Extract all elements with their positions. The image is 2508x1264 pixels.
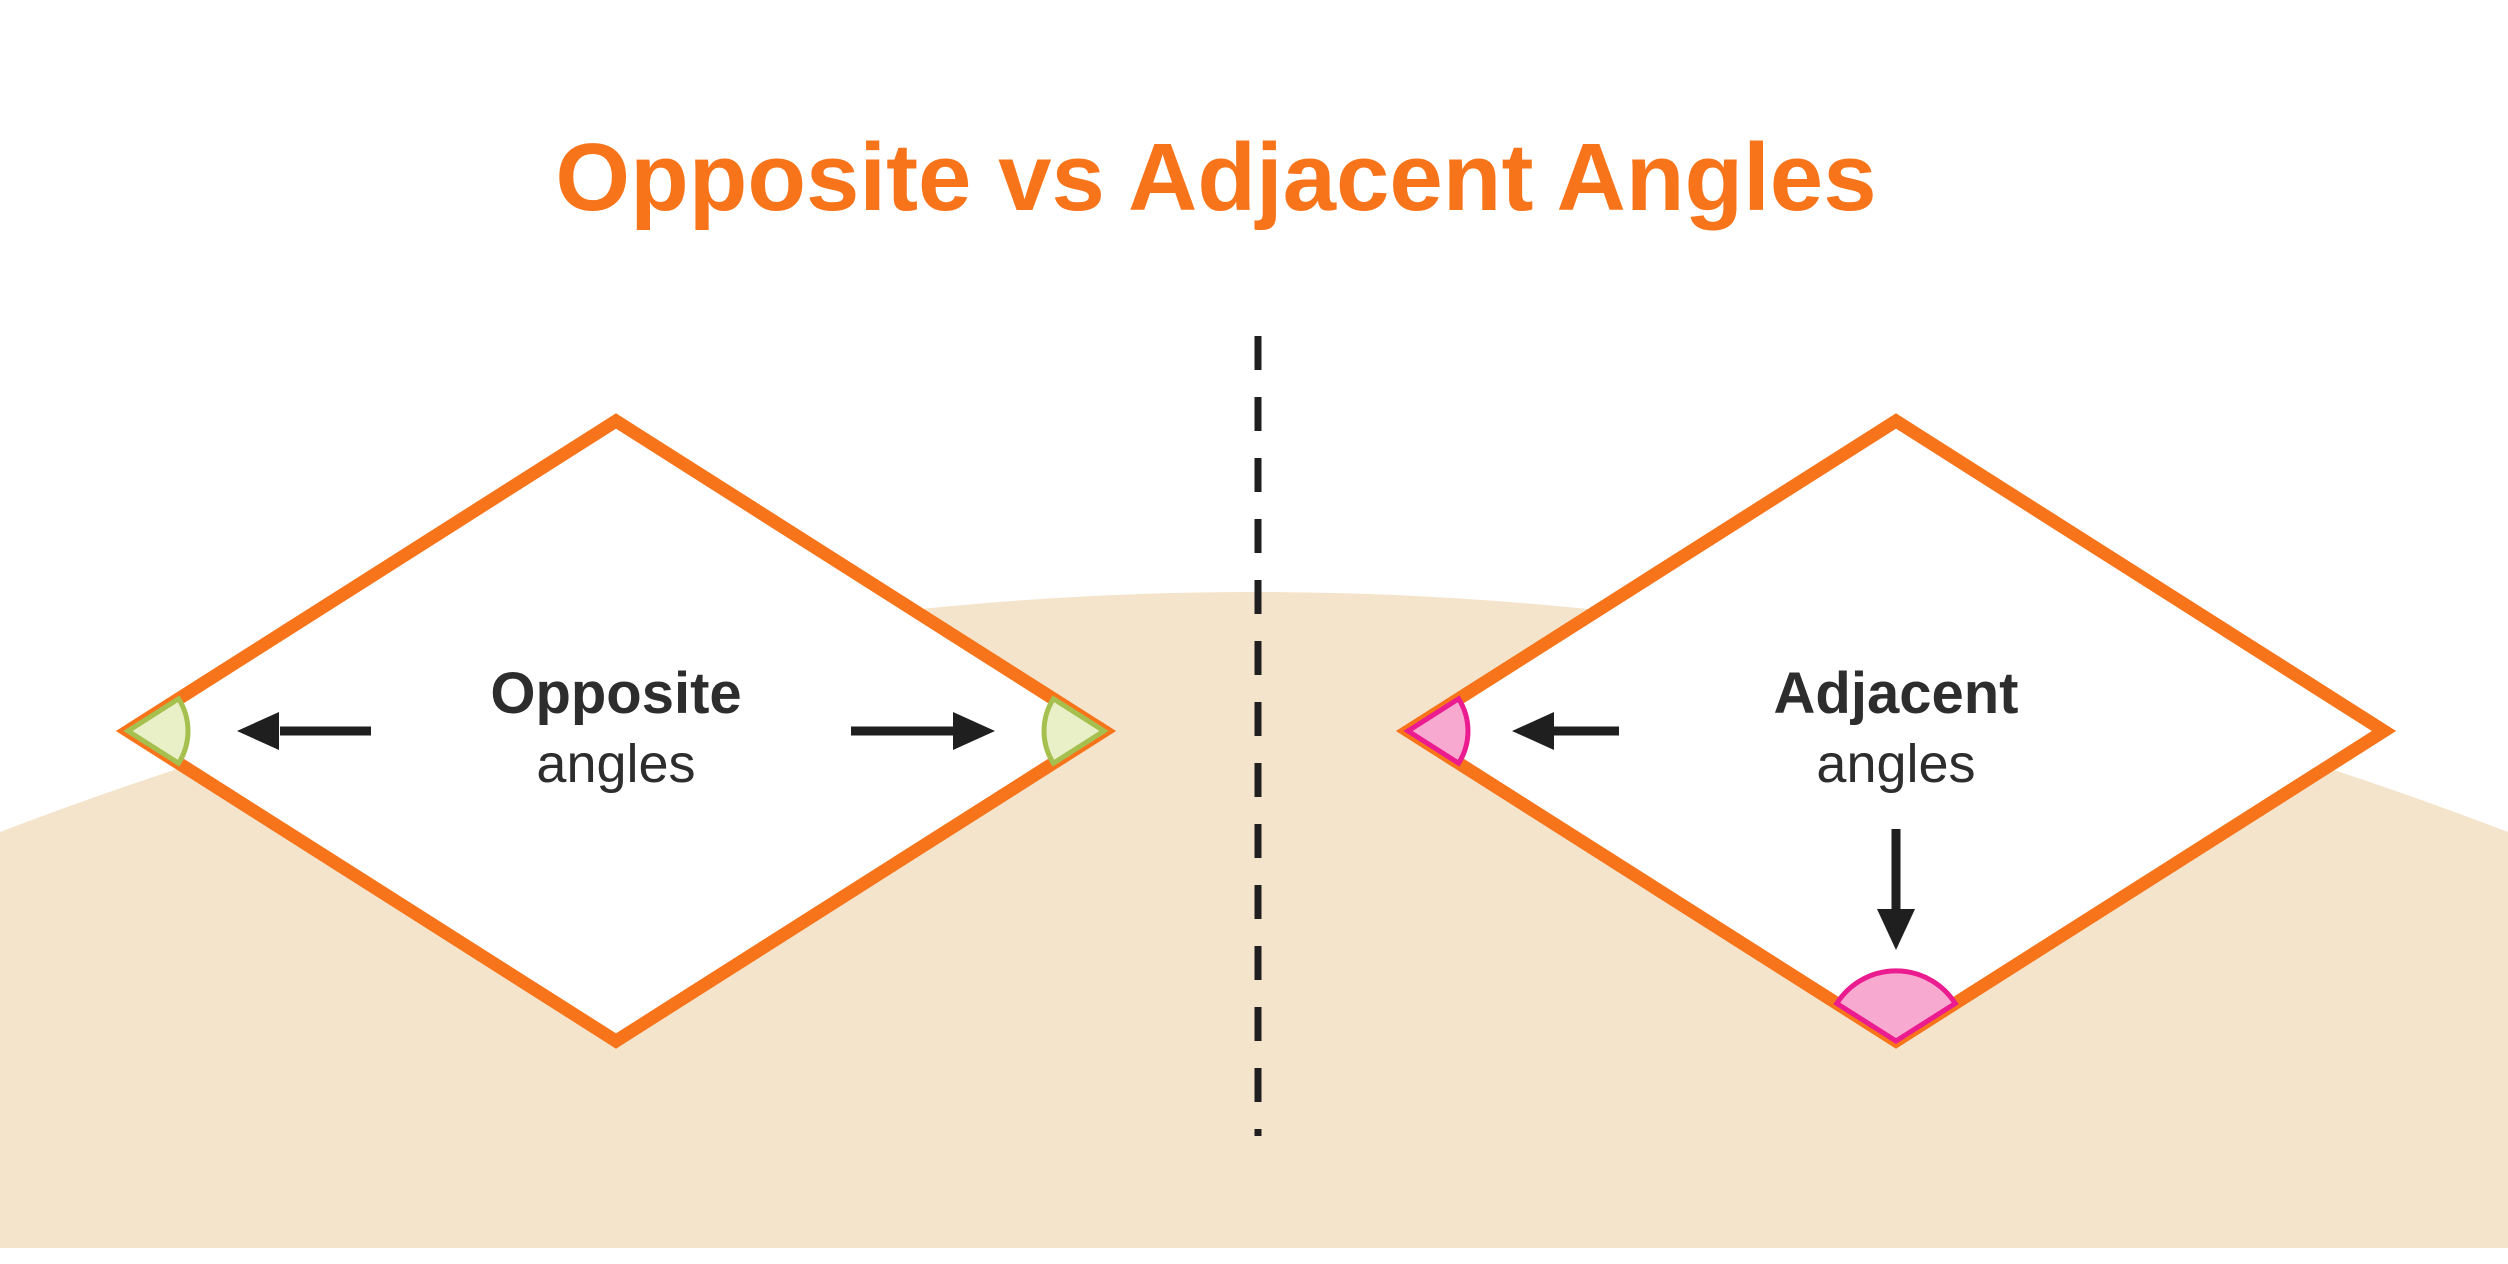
opposite-angles-group: Opposite angles (115, 413, 1117, 1049)
arrow-right-icon (851, 712, 995, 750)
page-title: Opposite vs Adjacent Angles (555, 124, 1876, 231)
opposite-angle-arc-right (1041, 695, 1109, 767)
adjacent-label-bold: Adjacent (1774, 661, 2019, 726)
opposite-label-bold: Opposite (490, 661, 741, 726)
opposite-label-regular: angles (536, 734, 695, 794)
right-diamond-shape (1395, 413, 2397, 1049)
arrow-left-icon (1512, 712, 1619, 750)
opposite-angle-arc-left (123, 695, 191, 767)
adjacent-angle-arc-left (1403, 695, 1471, 767)
adjacent-angle-arc-bottom (1833, 968, 1959, 1044)
adjacent-label-regular: angles (1816, 734, 1975, 794)
arrow-left-icon (237, 712, 371, 750)
arrow-down-icon (1877, 829, 1915, 950)
adjacent-angles-group: Adjacent angles (1395, 413, 2397, 1049)
